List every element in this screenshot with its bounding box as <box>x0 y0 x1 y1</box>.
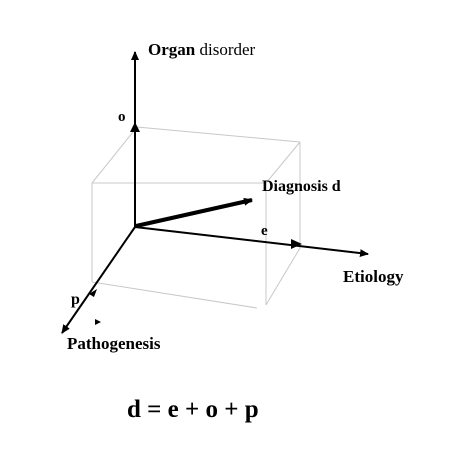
organ-axis-label: Organ disorder <box>148 40 256 59</box>
formula: d = e + o + p <box>127 396 259 423</box>
diagnosis-label: Diagnosis d <box>262 178 341 195</box>
pathogenesis-axis-label: Pathogenesis <box>67 334 161 353</box>
pathogenesis-marker-label: p <box>71 291 80 308</box>
organ-marker-label: o <box>118 109 126 125</box>
reference-box <box>91 126 301 309</box>
pathogenesis-axis <box>61 226 136 334</box>
box-edge <box>265 141 301 184</box>
box-edge <box>91 126 138 184</box>
box-edge <box>91 281 258 309</box>
etiology-axis-label: Etiology <box>343 267 404 286</box>
pathogenesis-marker-arrow <box>89 289 97 297</box>
small-pointer-arrow <box>95 319 101 325</box>
etiology-marker-arrow <box>291 239 302 249</box>
organ-marker-arrow <box>130 122 140 132</box>
organ-axis-label-rest: disorder <box>195 40 255 59</box>
diagnosis-vector <box>135 197 253 228</box>
box-edge <box>136 126 301 143</box>
etiology-axis <box>134 226 369 258</box>
etiology-marker-label: e <box>261 223 268 239</box>
box-edge <box>265 247 301 306</box>
organ-axis-label-bold: Organ <box>148 40 196 59</box>
